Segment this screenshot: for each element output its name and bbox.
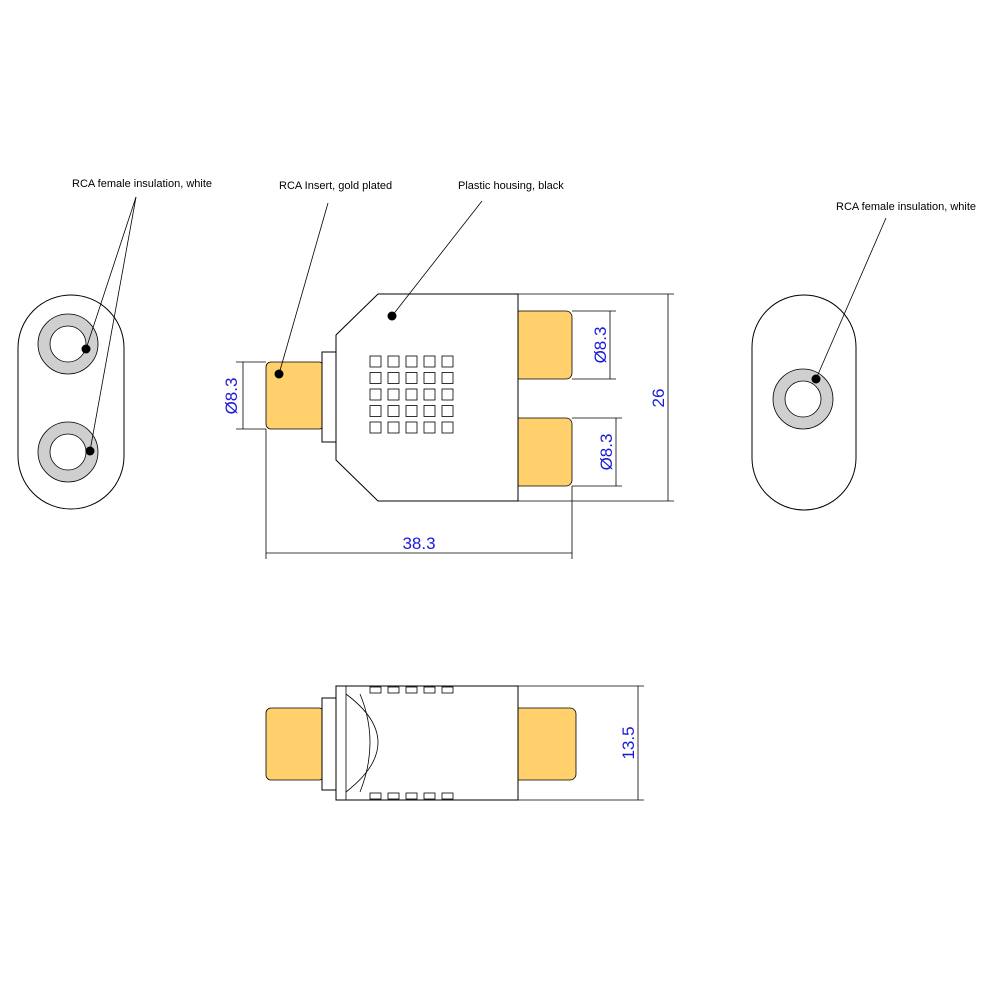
grip-square	[405, 372, 418, 384]
dim-text-lower-socket: Ø8.3	[597, 434, 616, 471]
grip-square	[423, 372, 436, 384]
grip-square	[441, 388, 454, 401]
front-view: RCA Insert, gold plated Plastic housing,…	[222, 180, 674, 559]
side-view: 13.5	[265, 685, 644, 801]
right-end-view: RCA female insulation, white	[751, 201, 976, 511]
grip-notch	[441, 792, 454, 800]
leader-line	[278, 202, 329, 375]
grip-square	[405, 388, 418, 401]
callout-rca-insert: RCA Insert, gold plated	[279, 180, 392, 192]
right-socket-hole	[784, 380, 822, 418]
leader-dot	[811, 374, 821, 384]
side-grip-top	[369, 686, 454, 694]
dim-overall-length: 38.3	[265, 429, 573, 559]
grip-square	[405, 421, 418, 434]
dim-overall-height: 26	[518, 293, 674, 502]
left-end-view: RCA female insulation, white	[17, 178, 212, 510]
grip-square	[369, 421, 382, 434]
grip-square	[441, 355, 454, 368]
callout-right-insulation: RCA female insulation, white	[836, 201, 976, 213]
grip-square	[387, 405, 400, 417]
grip-square	[369, 372, 382, 384]
grip-square	[387, 355, 400, 368]
grip-square	[387, 372, 400, 384]
side-housing-dome	[345, 693, 379, 793]
dim-text-thickness: 13.5	[619, 726, 638, 759]
grip-notch	[387, 792, 400, 800]
side-plug-gold	[265, 707, 325, 781]
leader-line	[89, 196, 137, 452]
dim-text-length: 38.3	[402, 534, 435, 553]
grip-notch	[369, 686, 382, 694]
dim-lower-socket-diameter: Ø8.3	[572, 417, 622, 487]
leader-dot	[387, 311, 397, 321]
grip-square	[387, 421, 400, 434]
grip-grid	[369, 355, 454, 434]
dim-text-height: 26	[649, 389, 668, 408]
leader-dot	[85, 446, 95, 456]
leader-line	[391, 200, 483, 317]
grip-notch	[369, 792, 382, 800]
dim-text-upper-socket: Ø8.3	[591, 327, 610, 364]
leader-line	[815, 217, 887, 380]
grip-notch	[423, 792, 436, 800]
grip-notch	[405, 792, 418, 800]
grip-notch	[387, 686, 400, 694]
dim-plug-diameter: Ø8.3	[222, 361, 266, 430]
dim-thickness: 13.5	[518, 685, 644, 801]
upper-socket	[37, 313, 99, 375]
leader-line	[85, 196, 137, 350]
grip-square	[441, 405, 454, 417]
callout-left-insulation: RCA female insulation, white	[72, 178, 212, 190]
grip-square	[405, 405, 418, 417]
grip-square	[369, 355, 382, 368]
dim-text-plug: Ø8.3	[222, 378, 241, 415]
grip-square	[441, 421, 454, 434]
grip-square	[387, 388, 400, 401]
grip-square	[423, 388, 436, 401]
leader-dot	[274, 369, 284, 379]
leader-dot	[81, 344, 91, 354]
grip-notch	[423, 686, 436, 694]
grip-square	[423, 421, 436, 434]
grip-square	[423, 405, 436, 417]
side-housing	[335, 685, 519, 801]
grip-square	[369, 405, 382, 417]
grip-square	[441, 372, 454, 384]
callout-plastic-housing: Plastic housing, black	[458, 180, 564, 192]
grip-square	[369, 388, 382, 401]
grip-square	[405, 355, 418, 368]
dim-upper-socket-diameter: Ø8.3	[572, 310, 616, 380]
rca-plug-gold	[265, 361, 325, 430]
grip-notch	[405, 686, 418, 694]
grip-square	[423, 355, 436, 368]
grip-notch	[441, 686, 454, 694]
side-grip-bottom	[369, 792, 454, 800]
